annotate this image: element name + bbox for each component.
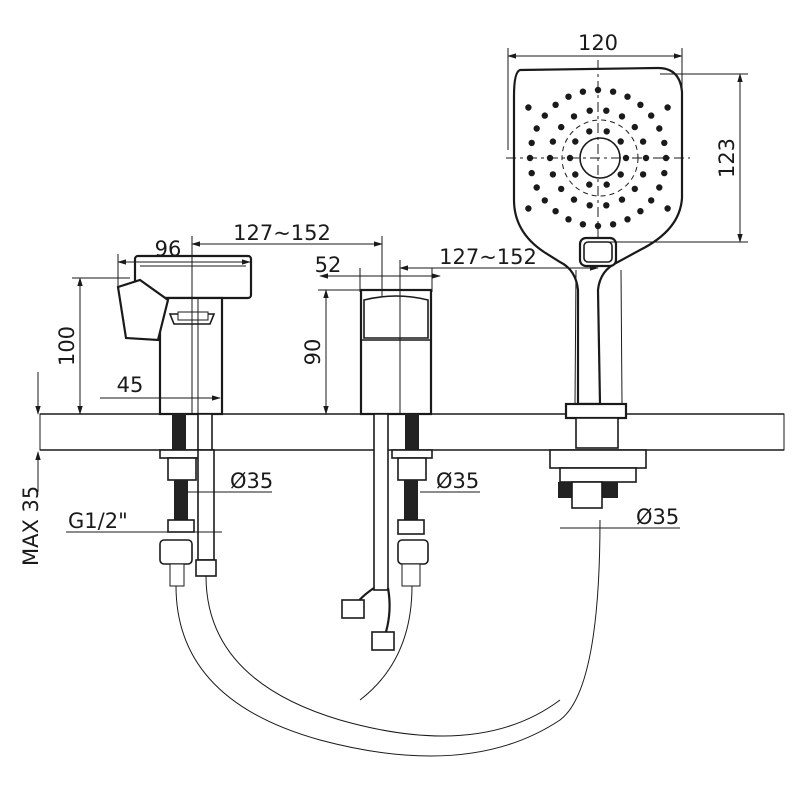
nozzle-dot (656, 125, 663, 132)
nozzle-dot (609, 221, 617, 228)
dim-spout-height: 100 (55, 326, 79, 366)
nozzle-dot (661, 139, 668, 147)
dim-hole-2: Ø35 (436, 469, 479, 493)
nozzle-dot (586, 202, 593, 209)
nozzle-dot (572, 138, 579, 145)
nozzle-dot (603, 107, 610, 114)
nozzle-dot (639, 171, 647, 178)
nozzle-dot (528, 169, 535, 177)
dim-head-width: 120 (578, 31, 618, 55)
nozzle-dot (631, 185, 638, 193)
nozzle-dot (546, 154, 554, 162)
dim-thread: G1/2" (68, 509, 128, 533)
nozzle-dot (594, 86, 602, 94)
nozzle-dot (558, 123, 565, 131)
nozzle-dot (662, 154, 670, 162)
nozzle-dot (570, 196, 578, 203)
nozzle-dot (525, 205, 532, 212)
nozzle-dot (609, 88, 617, 95)
nozzle-dot (549, 171, 557, 178)
nozzle-dot (579, 88, 587, 95)
nozzle-dot (618, 113, 626, 120)
nozzle-dot (566, 154, 574, 162)
nozzle-dot (541, 112, 548, 119)
spout (116, 254, 253, 416)
nozzle-dot (603, 181, 610, 188)
nozzle-dot (579, 221, 587, 228)
nozzle-dot (648, 197, 655, 204)
nozzle-dot (664, 104, 671, 111)
nozzle-dot (565, 93, 572, 100)
nozzle-dot (648, 112, 655, 119)
nozzle-dot (572, 171, 579, 178)
dim-spacing-2: 127~152 (439, 245, 537, 269)
nozzle-dot (664, 205, 671, 212)
nozzle-dot (637, 101, 644, 109)
nozzle-dot (570, 113, 578, 120)
dim-valve-height: 90 (301, 339, 325, 366)
nozzle-dot (639, 138, 647, 145)
nozzle-dot (586, 128, 593, 135)
dimension-labels: 120 123 96 127~152 127~152 52 100 90 45 … (19, 31, 739, 566)
nozzle-dot (558, 185, 565, 193)
dim-spout-base: 45 (117, 373, 144, 397)
nozzle-dot (533, 125, 540, 132)
nozzle-dot (617, 171, 624, 178)
hoses (175, 519, 601, 757)
dim-spacing-1: 127~152 (233, 221, 331, 245)
nozzle-dot (603, 202, 610, 209)
dim-max-thickness: MAX 35 (19, 486, 43, 566)
nozzle-dot (565, 216, 572, 223)
nozzle-dot (549, 138, 557, 145)
nozzle-dot (533, 184, 540, 191)
nozzle-dot (618, 196, 626, 203)
hand-shower (506, 60, 690, 449)
spray-nozzles (525, 86, 671, 230)
nozzle-dot (526, 154, 534, 162)
nozzle-dot (661, 169, 668, 177)
nozzle-dot (586, 181, 593, 188)
nozzle-dot (525, 104, 532, 111)
nozzle-dot (594, 222, 602, 230)
nozzle-dot (552, 208, 559, 215)
mixer-valve (359, 288, 433, 416)
nozzle-dot (528, 139, 535, 147)
dimension-lines (35, 48, 748, 533)
nozzle-dot (617, 138, 624, 145)
nozzle-dot (541, 197, 548, 204)
nozzle-dot (622, 154, 630, 162)
nozzle-dot (631, 123, 638, 131)
nozzle-dot (603, 128, 610, 135)
nozzle-dot (642, 154, 650, 162)
nozzle-dot (637, 208, 644, 215)
nozzle-dot (552, 101, 559, 109)
dim-valve-width: 52 (315, 253, 342, 277)
dim-head-height: 123 (715, 138, 739, 178)
nozzle-dot (586, 107, 593, 114)
underdeck-fittings (159, 413, 647, 651)
dim-hole-3: Ø35 (636, 505, 679, 529)
dim-hole-1: Ø35 (230, 469, 273, 493)
nozzle-dot (624, 216, 631, 223)
nozzle-dot (656, 184, 663, 191)
dim-spout-length: 96 (155, 237, 182, 261)
nozzle-dot (624, 93, 631, 100)
